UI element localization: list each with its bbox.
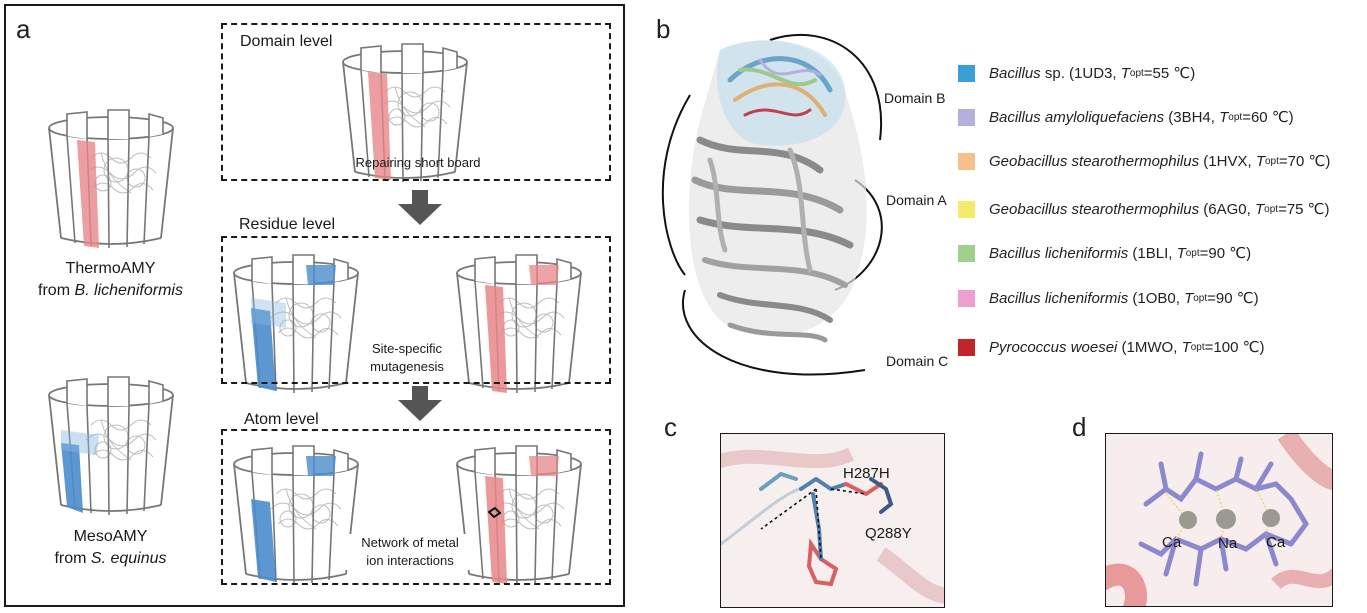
legend-species: Bacillus licheniformis [989,244,1129,262]
legend-t-subscript: opt [1129,67,1144,79]
legend-pdb: (1MWO, [1117,338,1182,356]
legend-t-symbol: T [1120,64,1130,82]
legend-species: Bacillus [989,64,1041,82]
thermo-label: ThermoAMY from B. licheniformis [18,258,203,302]
residue-caption-line2: mutagenesis [370,359,444,374]
residue-bucket-red [456,254,582,394]
meso-source: from S. equinus [18,548,203,570]
domain-a-label: Domain A [886,192,947,208]
thermo-name: ThermoAMY [65,260,156,277]
residue-level-title: Residue level [235,216,340,234]
legend-pdb: (1HVX, [1199,152,1256,170]
thermo-source: from B. licheniformis [18,280,203,302]
residue-bucket-blue [233,254,359,394]
panel-a-graphics [48,43,582,585]
legend-pdb: sp. (1UD3, [1040,64,1121,82]
legend-t-subscript: opt [1228,111,1243,123]
legend-pdb: (1BLI, [1128,244,1177,262]
label-ca-left: Ca [1162,534,1182,551]
legend-species: Pyrococcus woesei [989,338,1118,356]
atom-level-caption: Network of metal ion interactions [345,534,475,570]
legend-species: Bacillus amyloliquefaciens [989,108,1165,126]
legend-t-symbol: T [1181,338,1191,356]
legend-pdb: (3BH4, [1164,108,1220,126]
label-h287h: H287H [843,465,890,482]
panel-letter-b: b [656,14,671,44]
label-q288y: Q288Y [865,525,912,542]
thermo-species: B. licheniformis [74,282,183,299]
domain-c-label: Domain C [886,353,949,369]
residue-level-caption: Site-specific mutagenesis [352,340,462,376]
atom-caption-line2: ion interactions [366,553,454,568]
panel-c-box [720,433,945,608]
atom-level-box [221,429,611,585]
down-arrows [398,190,442,421]
legend-t-value: =75 ℃) [1278,201,1330,218]
protein-structure-b [661,34,883,376]
panel-letter-d: d [1072,412,1087,442]
label-ca-right: Ca [1266,534,1286,551]
legend-swatch [958,289,975,307]
legend-t-value: =55 ℃) [1143,65,1196,82]
legend-t-symbol: T [1219,108,1229,126]
legend-t-subscript: opt [1185,247,1200,259]
legend-t-value: =60 ℃) [1242,109,1294,126]
panel-d-box [1105,433,1333,607]
thermo-from: from [38,282,75,299]
meso-name: MesoAMY [73,528,148,545]
atom-bucket-blue [233,445,359,585]
legend-t-symbol: T [1176,244,1186,262]
meso-bucket [48,376,174,516]
legend-pdb: (6AG0, [1199,200,1255,218]
domain-level-box [221,23,611,181]
residue-level-box [221,236,611,384]
legend-t-symbol: T [1184,289,1194,307]
thermo-bucket [48,109,174,249]
domain-level-title: Domain level [240,33,333,50]
legend-t-value: =70 ℃) [1278,153,1331,170]
domain-b-label: Domain B [884,90,946,106]
domain-level-caption: Repairing short board [355,155,481,170]
meso-species: S. equinus [90,550,167,567]
legend-t-value: =90 ℃) [1207,290,1259,307]
panel-d-structure [1106,434,1332,606]
legend-t-value: =90 ℃) [1199,245,1252,262]
legend-t-symbol: T [1254,200,1265,218]
meso-label: MesoAMY from S. equinus [18,526,203,570]
legend-t-subscript: opt [1264,155,1279,167]
panel-letter-a: a [16,14,31,44]
legend-species: Geobacillus stearothermophilus [989,152,1200,170]
legend-t-symbol: T [1255,152,1265,170]
legend-swatch [958,200,975,218]
panel-letter-c: c [664,412,677,442]
legend-swatch [958,152,975,170]
atom-level-title: Atom level [240,411,323,429]
legend-swatch [958,108,975,126]
legend-species: Bacillus licheniformis [989,289,1129,307]
panel-a-frame [4,4,625,607]
label-na: Na [1218,535,1238,552]
panel-c-structure [721,447,944,604]
domain-level-bucket [342,43,468,183]
legend-swatch [958,338,975,356]
legend-t-subscript: opt [1264,203,1279,215]
legend-t-value: =100 ℃) [1204,339,1265,356]
legend-t-subscript: opt [1190,341,1205,353]
residue-caption-line1: Site-specific [371,341,443,356]
atom-bucket-red [456,445,582,585]
legend-pdb: (1OB0, [1128,289,1185,307]
legend-swatch [958,244,975,262]
legend-t-subscript: opt [1193,292,1208,304]
atom-caption-line1: Network of metal [361,535,459,550]
legend-species: Geobacillus stearothermophilus [989,200,1200,218]
legend-swatch [958,64,975,82]
meso-from: from [54,550,91,567]
